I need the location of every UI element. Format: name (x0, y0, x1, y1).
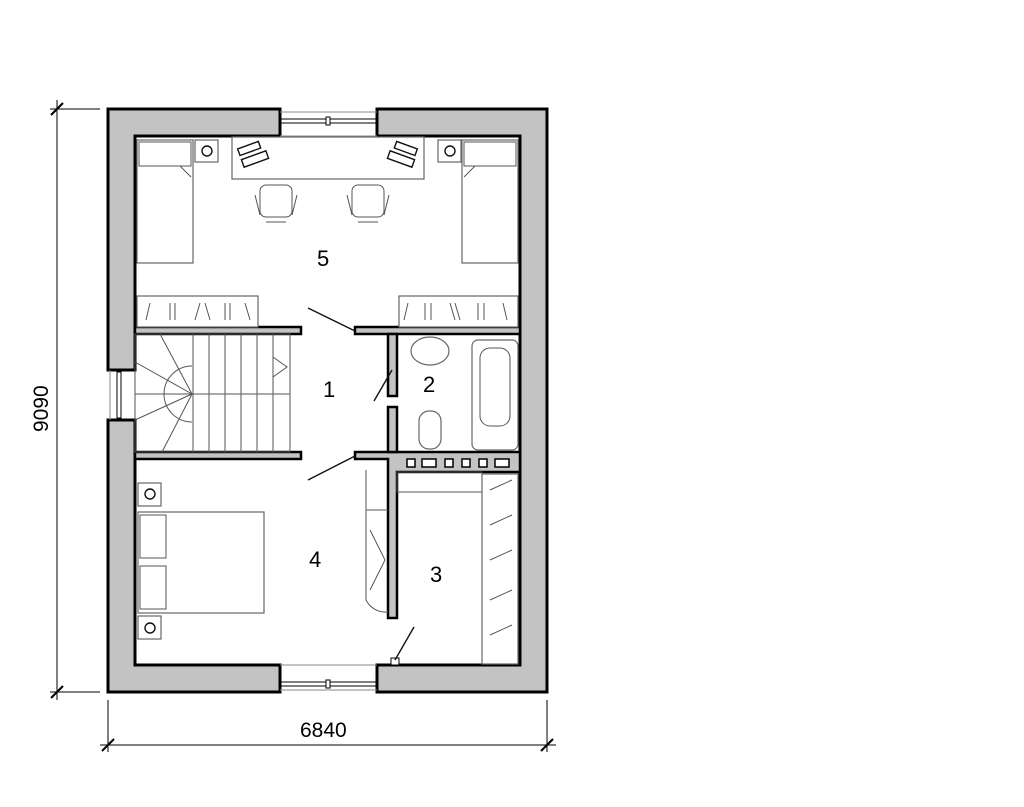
double-bed (137, 511, 265, 614)
window-bottom (280, 664, 377, 691)
bed-left (136, 139, 194, 264)
chair (254, 184, 298, 223)
staircase (134, 333, 291, 453)
window-left (109, 370, 136, 420)
nightstand (437, 139, 462, 163)
room-label-4: 4 (309, 547, 321, 572)
room-3-wardrobe (396, 471, 519, 665)
chair (346, 184, 390, 223)
nightstand (194, 139, 219, 163)
bed-right (461, 139, 519, 264)
window-top (280, 111, 377, 137)
bathtub (471, 339, 519, 451)
dimension-width-label: 6840 (300, 719, 347, 742)
dimension-height (50, 100, 100, 700)
room-label-1: 1 (323, 377, 335, 402)
dimension-width (100, 700, 556, 752)
wardrobe-left (136, 295, 259, 328)
room-4-furniture (137, 470, 389, 640)
bathroom-fixtures (410, 336, 519, 451)
wardrobe-right (398, 295, 519, 328)
room-5-furniture (136, 136, 519, 328)
door-swings (307, 307, 415, 661)
dimension-height-label: 9090 (30, 385, 53, 432)
room-label-3: 3 (430, 562, 442, 587)
desk (231, 136, 425, 180)
room-label-5: 5 (317, 246, 329, 271)
room-label-2: 2 (423, 372, 435, 397)
toilet (418, 410, 442, 450)
sink (410, 336, 450, 366)
